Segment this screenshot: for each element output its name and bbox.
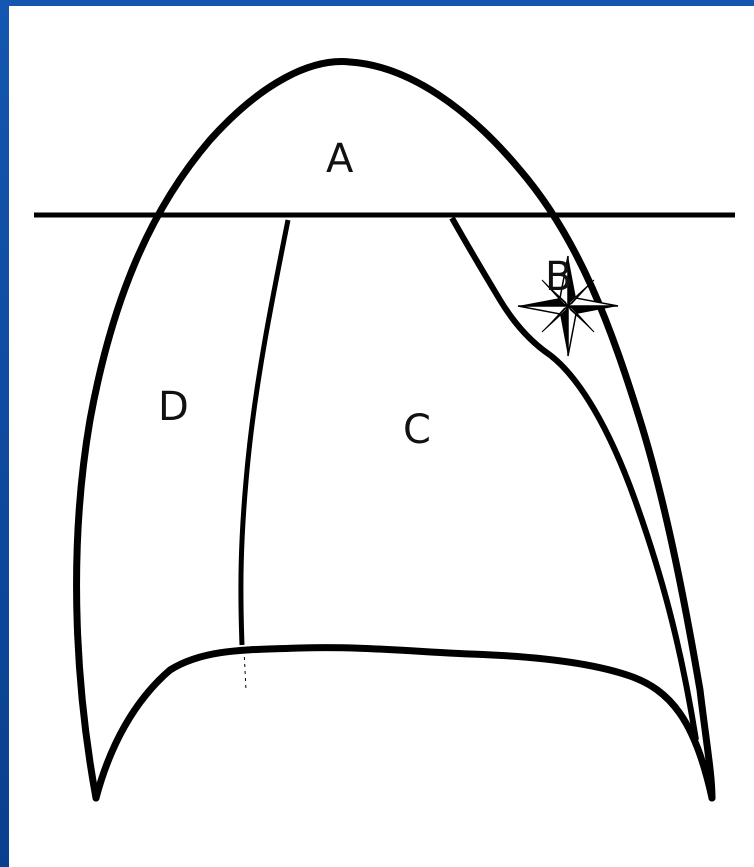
label-c: C [403,407,431,453]
divider-d-c-dashed [243,649,247,691]
diaphragm-curve [92,644,716,802]
label-a: A [326,136,354,182]
divider-c-b [449,216,699,741]
diagram-canvas [9,6,754,867]
compass-rose-icon [517,255,619,357]
label-b: B [545,254,572,300]
lung-outline [73,58,716,802]
label-d: D [158,384,189,430]
divider-d-c [238,219,291,646]
